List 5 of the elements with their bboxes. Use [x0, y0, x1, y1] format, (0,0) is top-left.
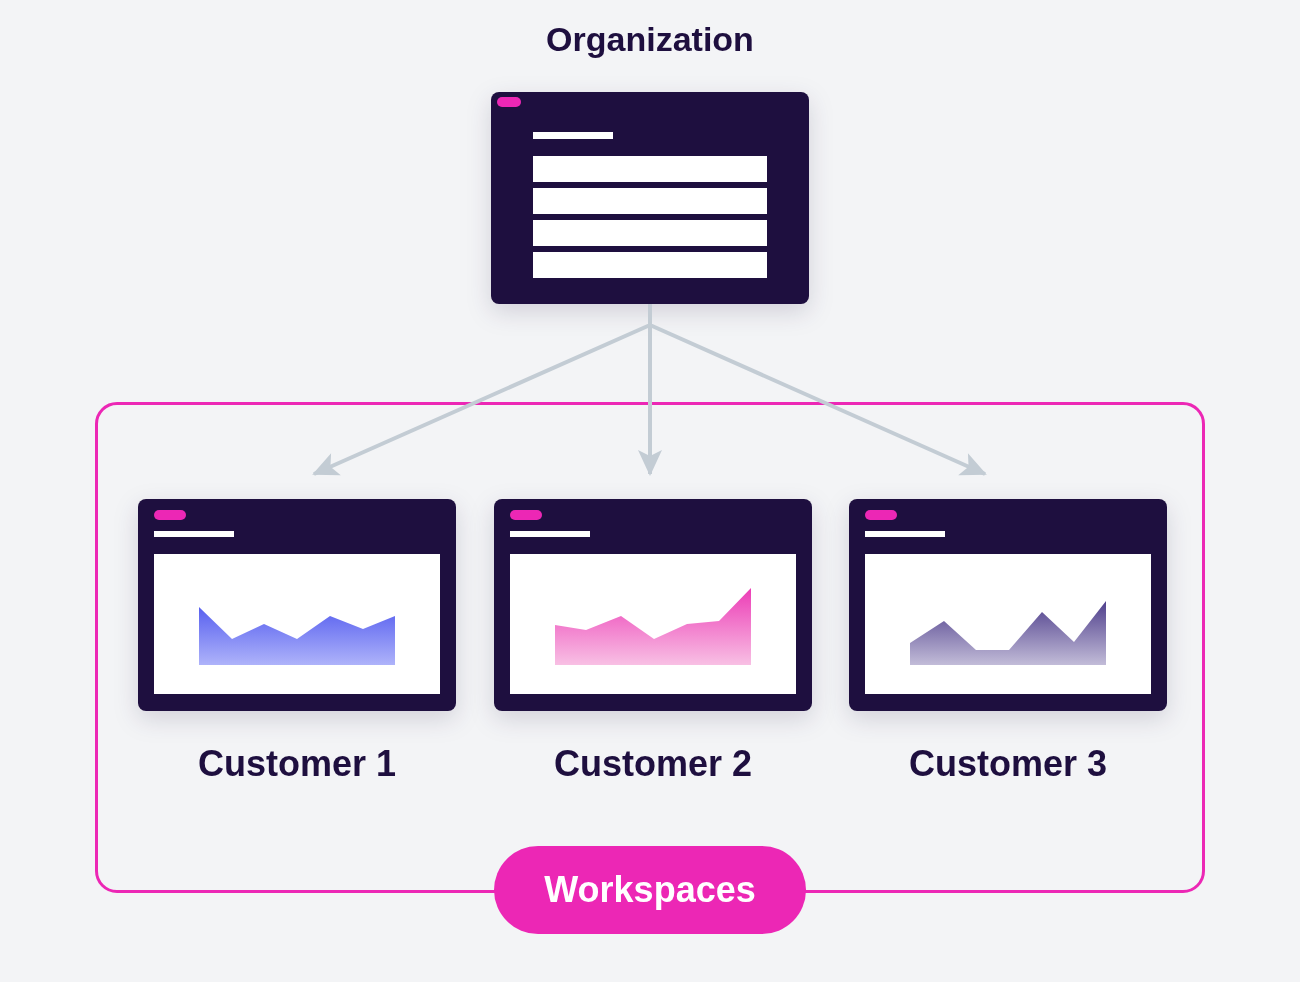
window-title: Customer 1: [196, 743, 398, 785]
window-title: Organization: [545, 20, 755, 59]
window-title: Customer 2: [552, 743, 754, 785]
group-label-pill: Workspaces: [494, 846, 806, 934]
window-title: Customer 3: [907, 743, 1109, 785]
